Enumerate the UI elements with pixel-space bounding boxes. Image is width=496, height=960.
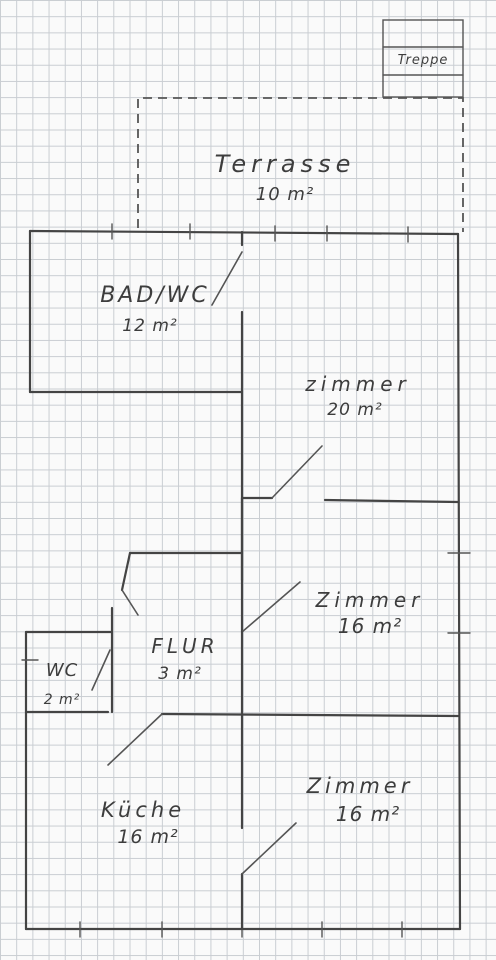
room-top-area: 20 m² (327, 400, 383, 420)
room-middle-area: 16 m² (337, 614, 403, 638)
kitchen-area: 16 m² (117, 826, 179, 848)
room-bottom-label: Zimmer (306, 774, 414, 798)
wc-area: 2 m² (43, 692, 81, 708)
room-top-label: zimmer (305, 372, 411, 396)
hallway-walls (24, 551, 244, 714)
room-middle-label: Zimmer (315, 588, 425, 612)
room-bottom-area: 16 m² (335, 802, 401, 826)
bathroom-label: BAD/WC (100, 283, 210, 308)
terrace-area: 10 m² (255, 184, 315, 205)
wc-label: WC (45, 660, 79, 681)
wc-walls (21, 630, 460, 766)
hallway-label: FLUR (151, 634, 219, 658)
wall-ticks (79, 223, 471, 938)
hallway-area: 3 m² (158, 664, 202, 684)
stairs-label: Treppe (397, 53, 449, 68)
bathroom-area: 12 m² (122, 316, 178, 336)
interior-walls (240, 445, 460, 931)
terrace-outline (137, 97, 464, 232)
stairs-outline (382, 19, 464, 98)
kitchen-label: Küche (100, 798, 186, 822)
terrace-label: Terrasse (214, 150, 356, 178)
